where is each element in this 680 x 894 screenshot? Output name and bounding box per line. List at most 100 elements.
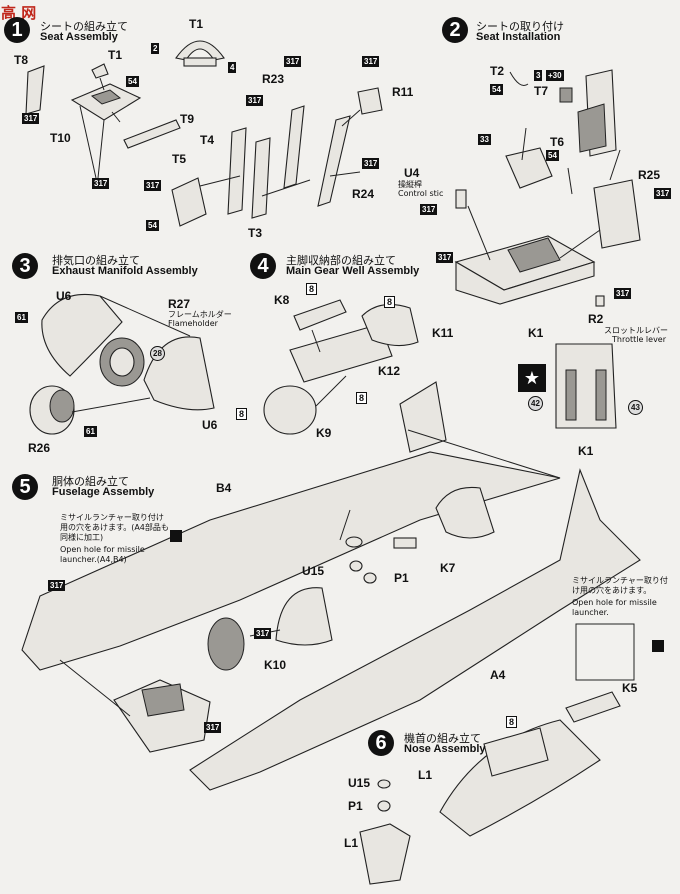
label-k7: K7 — [440, 561, 456, 575]
part-cockpit-insert — [113, 679, 211, 753]
svg-text:★: ★ — [524, 368, 540, 389]
label-t8: T8 — [14, 53, 29, 67]
label-t2: T2 — [490, 64, 505, 78]
paint-code-8: 8 — [356, 392, 368, 404]
part-canopy — [483, 727, 549, 777]
label-r24: R24 — [352, 187, 375, 201]
part-k5-bulkhead — [275, 587, 333, 646]
part-k12 — [289, 323, 393, 383]
paint-code-3: 3 — [534, 70, 543, 81]
part-t6-block — [505, 147, 553, 189]
label-k5: K5 — [622, 681, 638, 695]
step-5-title-jp: 胴体の組み立て — [52, 475, 129, 488]
part-r26-nozzle — [49, 389, 75, 423]
parts-u15-p1-cluster — [345, 536, 377, 584]
label-t4: T4 — [200, 133, 215, 147]
paint-code-317: 317 — [284, 56, 302, 67]
paint-code-54: 54 — [490, 84, 503, 95]
drill-icon-left — [170, 530, 182, 542]
paint-code-317: 317 — [204, 722, 222, 733]
part-r27-inner — [109, 347, 135, 377]
paint-code-43: 43 — [628, 400, 643, 415]
label-l1: L1 — [418, 768, 433, 782]
label-k1: K1 — [528, 326, 544, 340]
paint-code-30: +30 — [546, 70, 564, 81]
step-3-number: 3 — [12, 253, 38, 279]
label-u4: U4 — [404, 166, 420, 180]
label-l1-small: L1 — [344, 836, 359, 850]
missile-note-right-en: Open hole for missile launcher. — [572, 598, 657, 617]
missile-note-left-jp: ミサイルランチャー取り付け用の穴をあけます。(A4部品も同様に加工) — [60, 513, 169, 542]
part-k1-tub-side — [455, 261, 595, 305]
part-t1-base — [183, 57, 217, 67]
part-t7 — [559, 87, 573, 103]
step-6-title-en: Nose Assembly — [404, 743, 486, 755]
missile-note-right-jp: ミサイルランチャー取り付け用の穴をあけます。 — [572, 576, 668, 595]
part-engine-pod — [435, 486, 495, 539]
paint-code-61: 61 — [15, 312, 28, 323]
part-a4-fuselage-half — [189, 468, 641, 791]
part-k1-detail — [555, 343, 617, 429]
r27-note-jp: フレームホルダー — [168, 310, 232, 319]
label-u6-upper: U6 — [56, 289, 72, 303]
paint-code-42: 42 — [528, 396, 543, 411]
paint-code-317: 317 — [614, 288, 632, 299]
label-t1-small: T1 — [108, 48, 123, 62]
paint-code-317: 317 — [92, 178, 110, 189]
step-3-title-jp: 排気口の組み立て — [52, 254, 140, 267]
part-l1-nose — [439, 719, 601, 837]
label-k1-detail: K1 — [578, 444, 594, 458]
paint-code-54: 54 — [546, 150, 559, 161]
paint-code-317: 317 — [436, 252, 454, 263]
missile-hole-detail — [575, 623, 635, 681]
paint-code-317: 317 — [48, 580, 66, 591]
label-u15-fuselage: U15 — [302, 564, 325, 578]
step-4-number: 4 — [250, 253, 276, 279]
part-r11 — [357, 87, 383, 115]
label-t7: T7 — [534, 84, 549, 98]
watermark-logo: 高 网 — [1, 4, 37, 22]
part-t8 — [25, 65, 45, 115]
label-t6: T6 — [550, 135, 565, 149]
label-t9: T9 — [180, 112, 195, 126]
step-5-number: 5 — [12, 474, 38, 500]
part-k9 — [263, 385, 317, 435]
step-1-title-en: Seat Assembly — [40, 31, 118, 43]
label-p1-nose: P1 — [348, 799, 363, 813]
paint-code-28: 28 — [150, 346, 165, 361]
step-6-title-jp: 機首の組み立て — [404, 732, 481, 745]
part-r24 — [317, 115, 351, 207]
label-k8: K8 — [274, 293, 290, 307]
part-t10-detail — [90, 89, 122, 105]
part-k1-seat — [507, 237, 561, 273]
label-k12: K12 — [378, 364, 401, 378]
part-r25 — [593, 179, 641, 249]
step-2-title-jp: シートの取り付け — [476, 20, 564, 33]
label-b4: B4 — [216, 481, 232, 495]
paint-code-317: 317 — [362, 56, 380, 67]
step-5-title-en: Fuselage Assembly — [52, 486, 155, 498]
part-u4 — [455, 189, 467, 209]
part-k8 — [293, 299, 347, 331]
label-u15-nose: U15 — [348, 776, 371, 790]
part-seat-back — [577, 103, 607, 153]
paint-code-317: 317 — [144, 180, 162, 191]
r27-note-en: Flameholder — [168, 319, 218, 328]
label-t3: T3 — [248, 226, 263, 240]
paint-code-33: 33 — [478, 134, 491, 145]
paint-code-8: 8 — [506, 716, 518, 728]
part-b4-fuselage-half — [21, 451, 561, 671]
drill-icon-right — [652, 640, 664, 652]
missile-note-left-en: Open hole for missile launcher.(A4,B4) — [60, 545, 145, 564]
r2-note-en: Throttle lever — [612, 335, 667, 344]
part-t1-small — [91, 63, 109, 79]
part-t1-arch — [175, 40, 225, 61]
part-k1-detail-right — [595, 369, 607, 421]
label-r2: R2 — [588, 312, 604, 326]
paint-code-317: 317 — [362, 158, 380, 169]
part-t9 — [123, 119, 181, 149]
label-r11: R11 — [392, 85, 414, 99]
step-2-number: 2 — [442, 17, 468, 43]
part-k11 — [361, 303, 419, 347]
